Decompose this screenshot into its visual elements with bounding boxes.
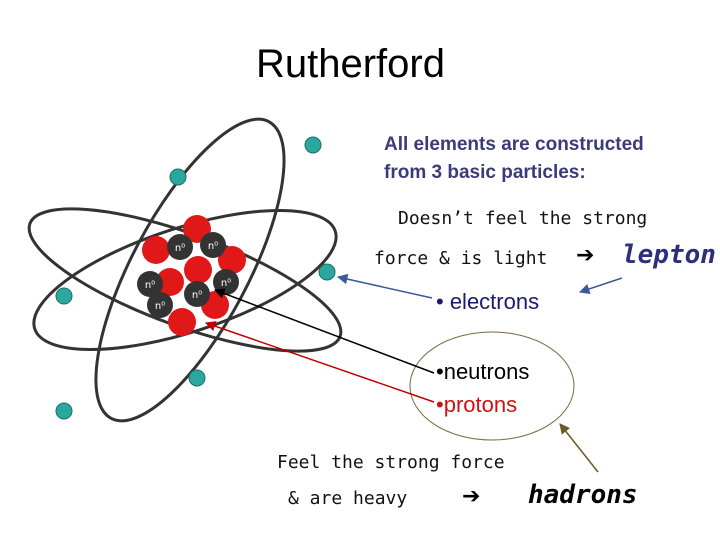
neutron-label: n⁰ <box>155 301 165 312</box>
proton <box>156 268 184 296</box>
neutron <box>167 234 193 260</box>
neutron-label: n⁰ <box>192 290 202 301</box>
lepton-note-line-1: Doesn’t feel the strong <box>398 208 648 229</box>
lepton-note-line-2: force & is light <box>374 248 548 269</box>
hadron-highlight <box>409 331 575 441</box>
proton <box>218 246 246 274</box>
proton <box>184 256 212 284</box>
electron <box>55 287 73 305</box>
hadron-note-line-1: Feel the strong force <box>277 452 505 473</box>
neutron-label: n⁰ <box>208 241 218 252</box>
neutron-label: n⁰ <box>145 280 155 291</box>
protons-label: •protons <box>436 392 518 417</box>
proton <box>168 308 196 336</box>
intro-line-1: All elements are constructed <box>384 134 644 155</box>
proton-pointer <box>205 321 435 403</box>
neutron-pointer <box>214 288 435 374</box>
electron <box>188 369 206 387</box>
right-arrow-icon: ➔ <box>462 484 481 509</box>
intro-line-2: from 3 basic particles: <box>384 162 586 183</box>
neutron <box>200 232 226 258</box>
nucleus: n⁰ n⁰ n⁰ n⁰ n⁰ n⁰ <box>137 215 246 336</box>
neutron <box>137 271 163 297</box>
electron <box>169 168 187 186</box>
lepton-pointer <box>579 277 623 294</box>
electrons-label: • electrons <box>436 289 540 314</box>
electron-pointer <box>336 273 433 299</box>
neutron <box>184 281 210 307</box>
proton <box>142 236 170 264</box>
hadrons-label: hadrons <box>528 480 638 510</box>
page-title: Rutherford <box>256 42 445 86</box>
electron <box>55 402 73 420</box>
neutrons-label: •neutrons <box>436 359 530 384</box>
neutron <box>147 292 173 318</box>
right-arrow-icon: ➔ <box>576 243 595 268</box>
orbit-1 <box>32 209 338 351</box>
lepton-label: lepton <box>622 240 716 270</box>
electron <box>318 263 336 281</box>
neutron-label: n⁰ <box>221 278 231 289</box>
orbit-3 <box>94 117 286 423</box>
hadron-note-line-2: & are heavy <box>288 488 408 509</box>
neutron-label: n⁰ <box>175 243 185 254</box>
hadron-pointer <box>559 423 599 473</box>
electron <box>304 136 322 154</box>
